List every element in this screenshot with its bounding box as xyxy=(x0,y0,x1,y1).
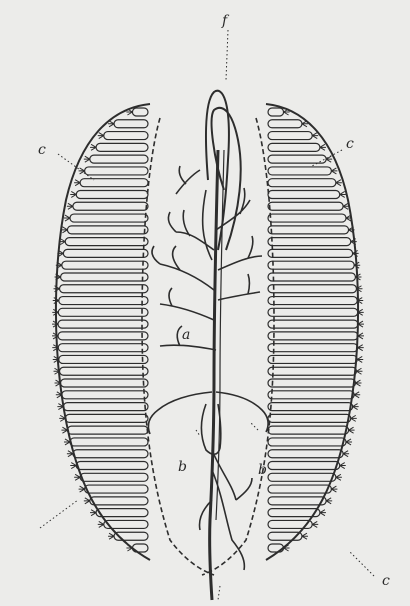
label-b-left: b xyxy=(178,460,187,474)
label-f: f xyxy=(222,14,227,28)
label-c-right-top: c xyxy=(346,137,354,151)
label-c-left: c xyxy=(38,143,46,157)
label-c-right-bottom: c xyxy=(382,574,390,588)
label-a: a xyxy=(182,328,190,342)
label-b-right: b xyxy=(258,463,267,477)
